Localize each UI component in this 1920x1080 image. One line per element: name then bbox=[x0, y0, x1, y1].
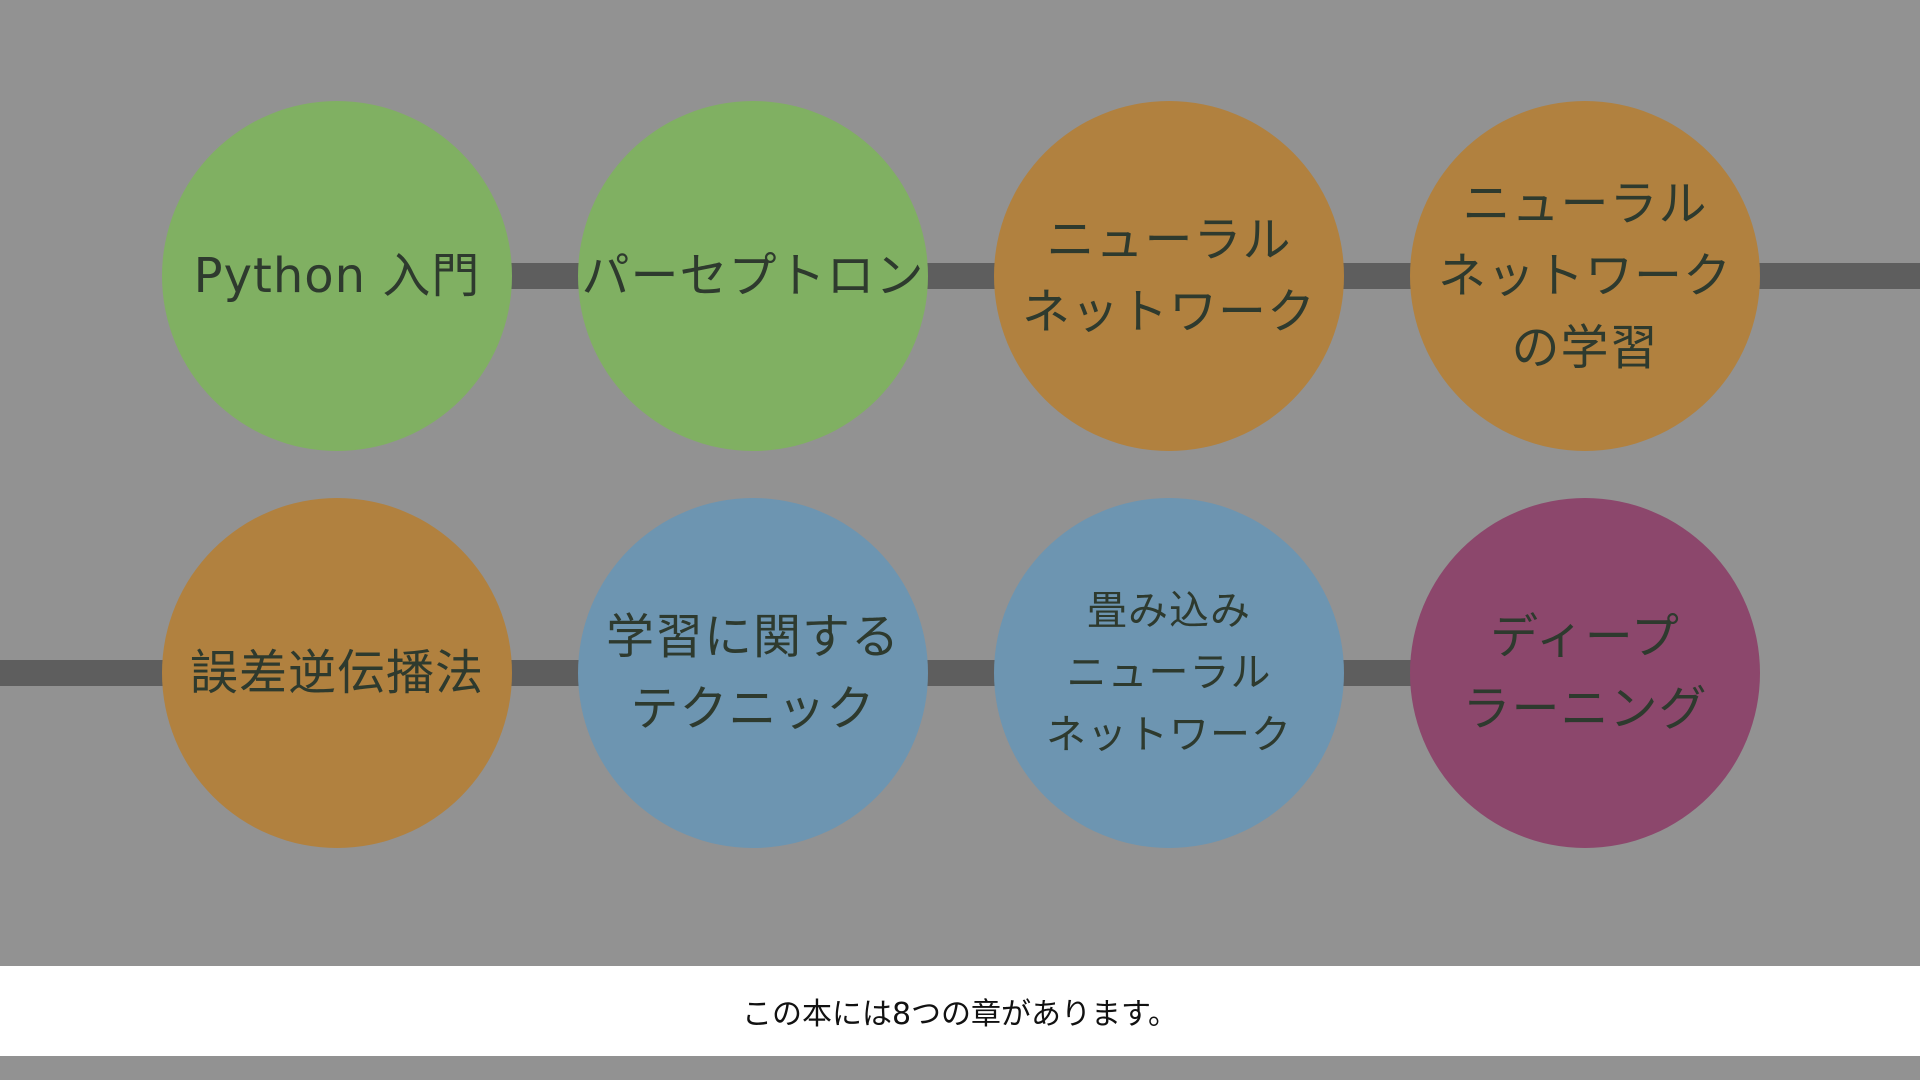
connector-line bbox=[922, 263, 997, 289]
chapter-label-line: ニューラル bbox=[1066, 650, 1272, 696]
chapter-circle-8: ディープ ラーニング bbox=[1410, 498, 1760, 848]
connector-line bbox=[505, 263, 580, 289]
chapter-circle-7: 畳み込み ニューラル ネットワーク bbox=[994, 498, 1344, 848]
chapter-label: パーセプトロン bbox=[582, 240, 925, 312]
connector-line bbox=[0, 660, 170, 686]
chapter-label-line: ディープ bbox=[1490, 609, 1680, 665]
chapter-circle-4: ニューラル ネットワーク の学習 bbox=[1410, 101, 1760, 451]
chapter-circle-6: 学習に関する テクニック bbox=[578, 498, 928, 848]
chapter-label-line: 誤差逆伝播法 bbox=[189, 645, 484, 701]
chapter-label: Python 入門 bbox=[194, 240, 481, 312]
connector-line bbox=[922, 660, 997, 686]
chapter-label: ニューラル ネットワーク bbox=[1022, 204, 1316, 348]
chapter-label-line: の学習 bbox=[1511, 320, 1659, 376]
chapter-label-line: 学習に関する bbox=[605, 609, 900, 665]
connector-line bbox=[505, 660, 580, 686]
chapter-circle-1: Python 入門 bbox=[162, 101, 512, 451]
connector-line bbox=[1755, 263, 1920, 289]
caption-text: この本には8つの章があります。 bbox=[741, 997, 1179, 1032]
chapter-label-line: ネットワーク bbox=[1021, 284, 1316, 340]
chapter-label-line: ニューラル bbox=[1046, 212, 1292, 268]
connector-line bbox=[1338, 660, 1413, 686]
chapter-label: ディープ ラーニング bbox=[1462, 601, 1707, 745]
connector-line bbox=[1338, 263, 1413, 289]
chapter-label-line: ニューラル bbox=[1462, 176, 1708, 232]
chapter-label: 誤差逆伝播法 bbox=[190, 637, 484, 709]
chapter-circle-5: 誤差逆伝播法 bbox=[162, 498, 512, 848]
chapter-label-line: テクニック bbox=[630, 681, 876, 737]
chapter-label-line: 畳み込み bbox=[1087, 588, 1251, 634]
chapter-label: 畳み込み ニューラル ネットワーク bbox=[1046, 580, 1292, 766]
chapter-circle-2: パーセプトロン bbox=[578, 101, 928, 451]
chapter-label-line: ネットワーク bbox=[1046, 712, 1292, 758]
caption-bar: この本には8つの章があります。 bbox=[0, 966, 1920, 1056]
chapter-label-line: ネットワーク bbox=[1437, 248, 1732, 304]
chapter-label-line: ラーニング bbox=[1462, 681, 1708, 737]
chapter-label-line: Python 入門 bbox=[193, 248, 481, 304]
chapter-label: 学習に関する テクニック bbox=[606, 601, 900, 745]
chapter-circle-3: ニューラル ネットワーク bbox=[994, 101, 1344, 451]
chapter-label-line: パーセプトロン bbox=[581, 248, 925, 304]
chapter-label: ニューラル ネットワーク の学習 bbox=[1438, 168, 1732, 384]
